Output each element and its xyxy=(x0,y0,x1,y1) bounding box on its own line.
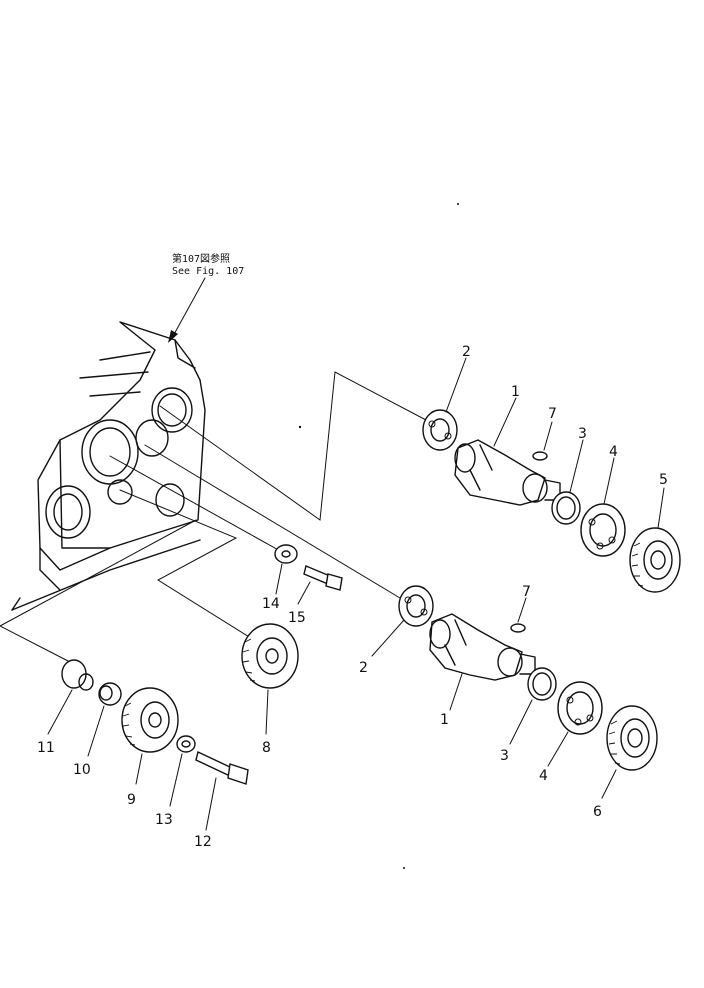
reference-arrow xyxy=(168,277,206,343)
callouts: 2 1 7 3 4 5 7 2 1 3 4 6 14 15 8 11 10 xyxy=(37,344,668,850)
lower-collar-3 xyxy=(527,667,557,701)
gear-5 xyxy=(629,527,681,593)
lower-bearing-2 xyxy=(398,585,434,627)
upper-collar-3 xyxy=(551,491,581,525)
upper-bearing-2 xyxy=(422,409,458,451)
gear-case-housing xyxy=(11,321,206,611)
lower-camshaft-1 xyxy=(429,613,536,681)
callout-2-upper: 2 xyxy=(462,344,471,360)
bolt-12 xyxy=(195,751,249,785)
gear-9 xyxy=(121,687,179,753)
lower-bearing-4 xyxy=(557,681,603,735)
callout-13: 13 xyxy=(155,812,173,828)
washer-13 xyxy=(176,735,196,753)
callout-4-upper: 4 xyxy=(609,444,618,460)
callout-2-lower: 2 xyxy=(359,660,368,676)
scan-speck xyxy=(457,203,459,205)
callout-12: 12 xyxy=(194,834,212,850)
callout-1-upper: 1 xyxy=(511,384,520,400)
gear-6 xyxy=(606,705,658,771)
callout-6: 6 xyxy=(593,804,602,820)
lower-oring-7 xyxy=(510,623,526,633)
callout-15: 15 xyxy=(288,610,306,626)
callout-11: 11 xyxy=(37,740,55,756)
callout-10: 10 xyxy=(73,762,91,778)
callout-9: 9 xyxy=(127,792,136,808)
bushing-10 xyxy=(98,682,122,706)
callout-3-upper: 3 xyxy=(578,426,587,442)
upper-bearing-4 xyxy=(580,503,626,557)
upper-oring-7 xyxy=(532,451,548,461)
reference-note-japanese: 第107図参照 xyxy=(172,252,230,265)
assembly-leader-lines xyxy=(0,371,427,663)
scan-speck xyxy=(298,425,302,429)
reference-note-english: See Fig. 107 xyxy=(172,266,244,277)
callout-7-lower: 7 xyxy=(522,584,531,600)
washer-14 xyxy=(274,544,298,564)
bolt-15 xyxy=(303,565,343,591)
plug-11 xyxy=(61,659,94,691)
callout-1-lower: 1 xyxy=(440,712,449,728)
scan-speck xyxy=(403,867,405,869)
upper-camshaft-1 xyxy=(454,439,561,506)
callout-5: 5 xyxy=(659,472,668,488)
callout-7-upper: 7 xyxy=(548,406,557,422)
gear-8 xyxy=(241,623,299,689)
callout-3-lower: 3 xyxy=(500,748,509,764)
callout-4-lower: 4 xyxy=(539,768,548,784)
callout-14: 14 xyxy=(262,596,280,612)
callout-8: 8 xyxy=(262,740,271,756)
